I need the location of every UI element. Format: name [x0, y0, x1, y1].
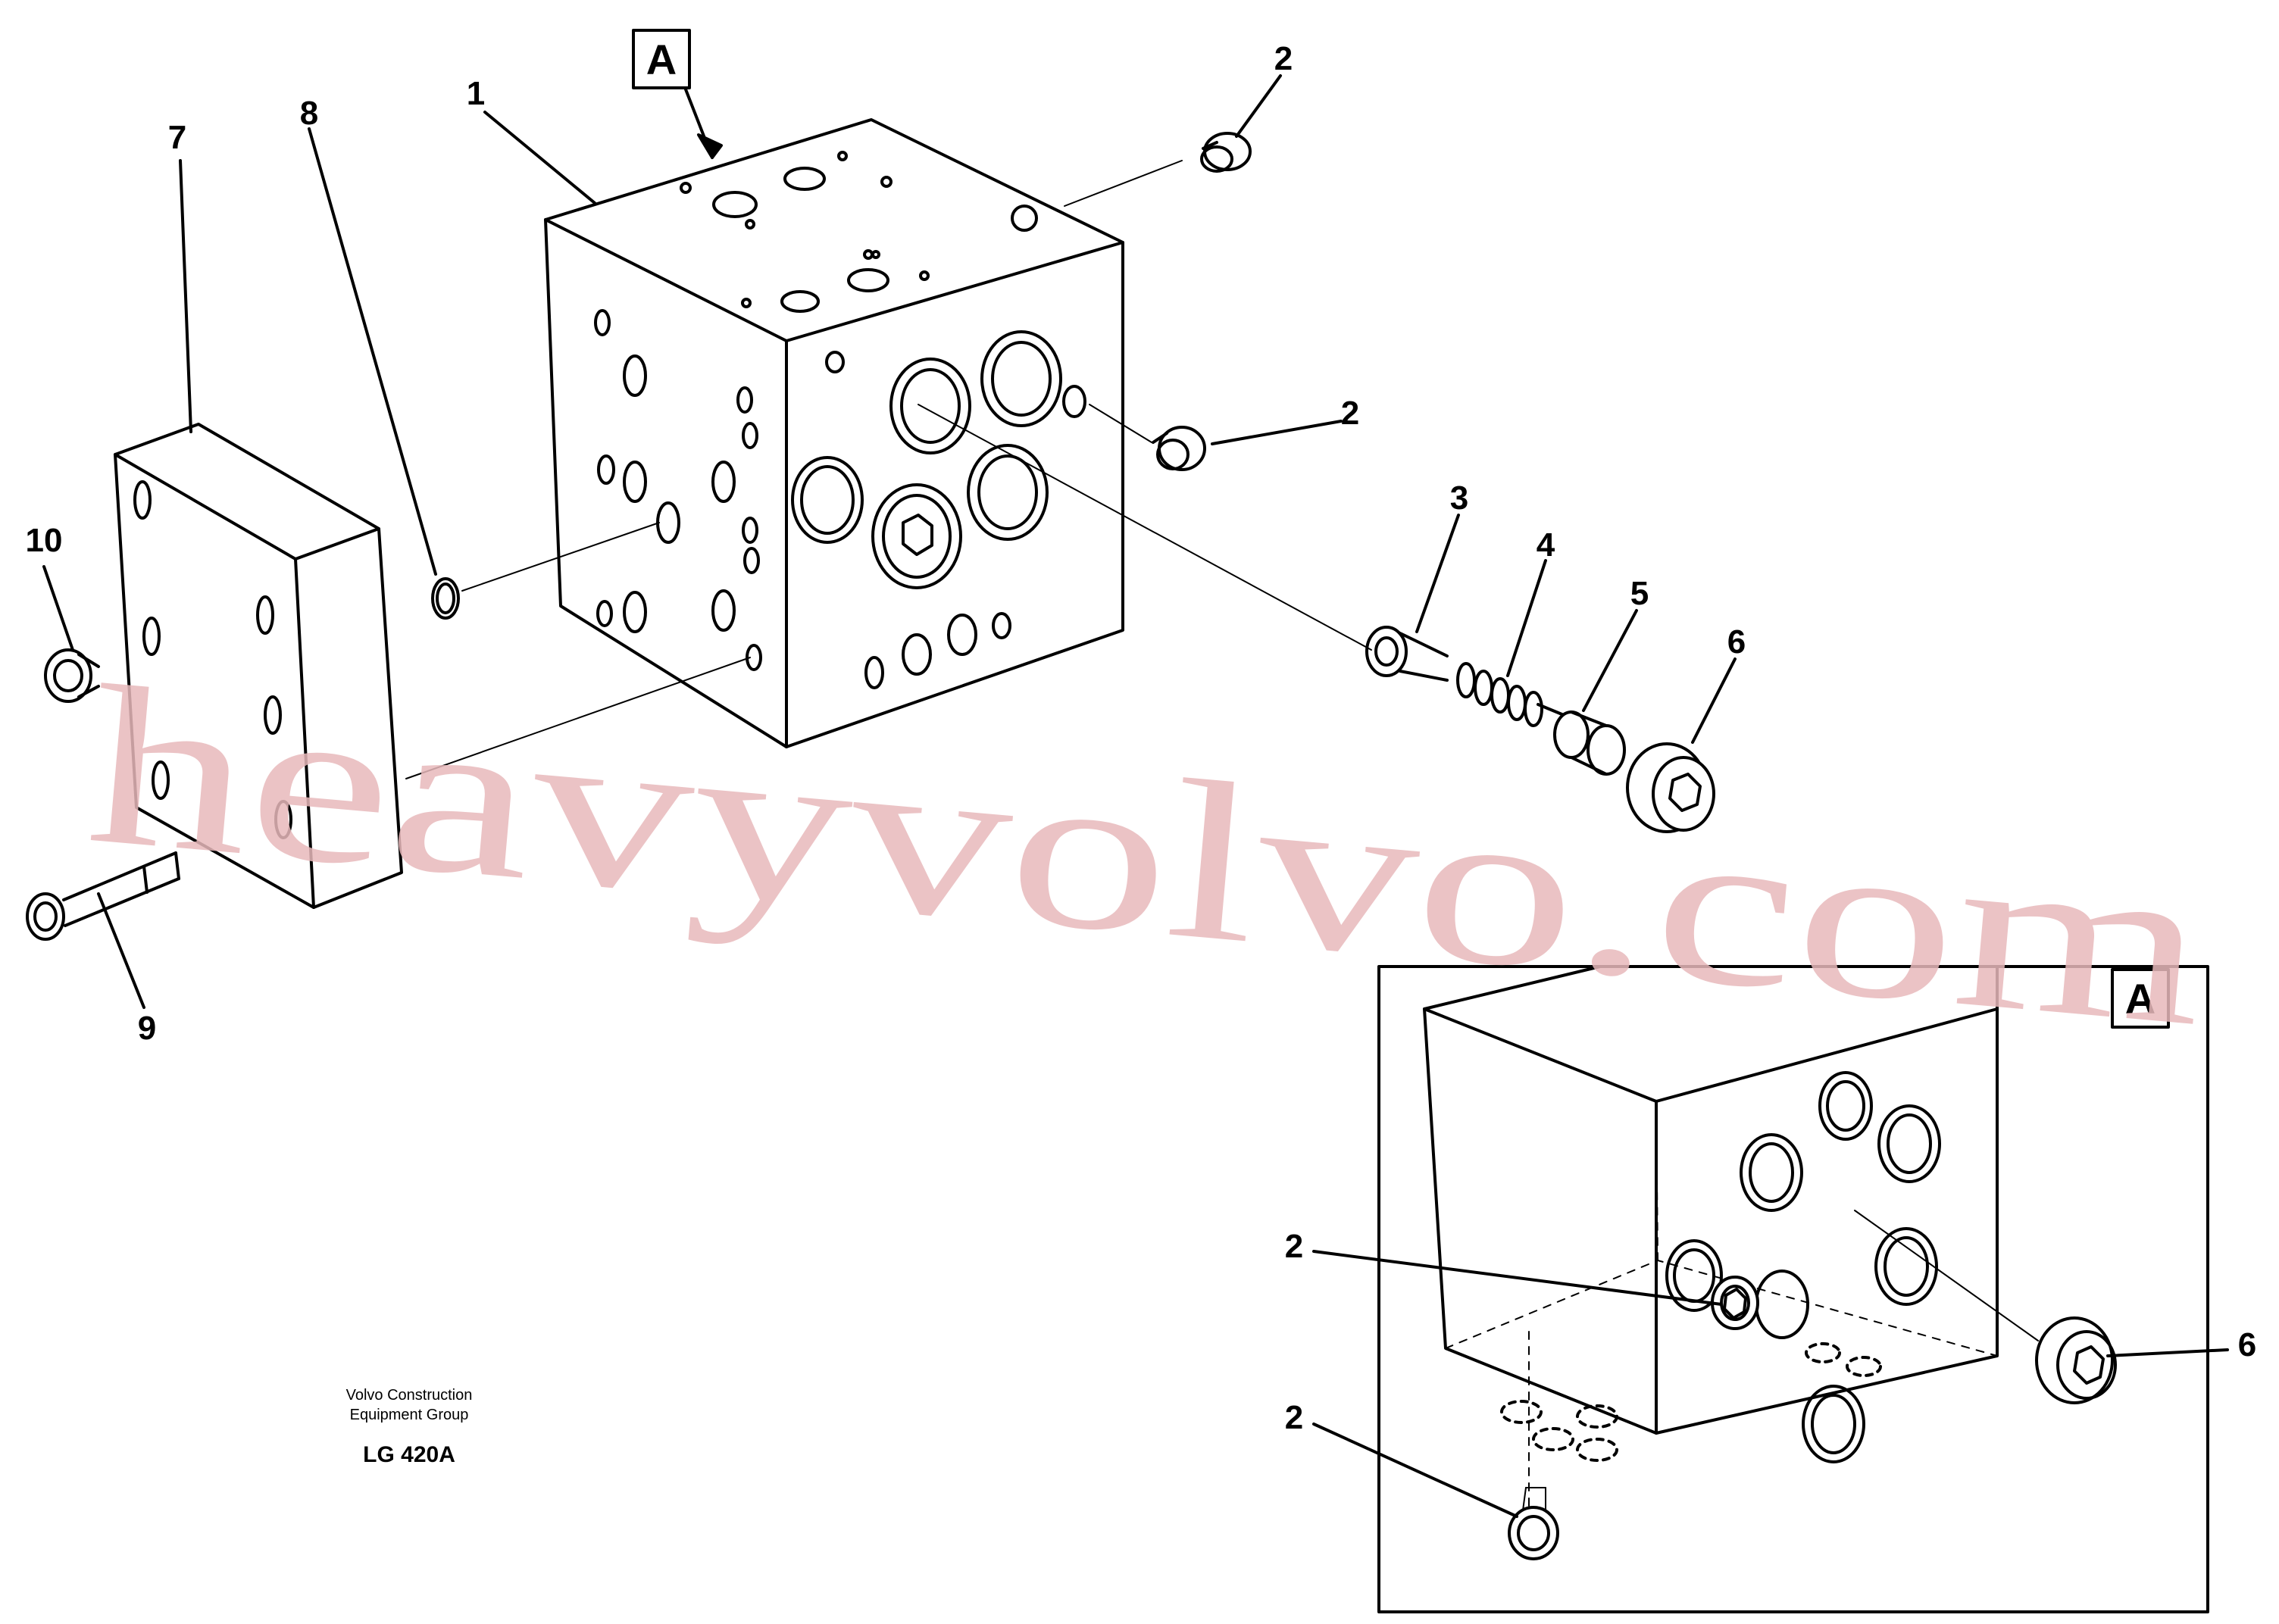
socket-screw	[26, 851, 180, 941]
assembly-lines	[405, 160, 1372, 779]
cover-plate	[114, 423, 403, 909]
callout-9: 9	[138, 1010, 156, 1047]
view-marker-label: A	[646, 36, 677, 83]
spring-4	[1456, 662, 1565, 727]
callout-5: 5	[1630, 575, 1649, 612]
callout-2-top: 2	[1274, 40, 1293, 77]
detail-callout-2-lower: 2	[1285, 1399, 1303, 1436]
plug-2-side	[1152, 426, 1206, 471]
detail-callout-2-upper: 2	[1285, 1228, 1303, 1265]
plug-10	[44, 648, 100, 703]
callout-6: 6	[1727, 623, 1746, 661]
callout-8: 8	[300, 95, 318, 132]
detail-view	[1377, 965, 2209, 1613]
piston-5	[1553, 710, 1626, 776]
caption-line-1: Volvo Construction	[346, 1387, 473, 1404]
valve-block-main	[544, 118, 1124, 748]
view-marker-box	[632, 29, 691, 89]
callout-3: 3	[1450, 479, 1468, 517]
drawing-code: LG 420A	[363, 1442, 455, 1467]
detail-view-marker-label: A	[2125, 975, 2156, 1023]
callout-10: 10	[26, 522, 63, 559]
watermark-text: heavyvolvo.com	[80, 638, 2215, 1073]
o-ring	[431, 577, 460, 620]
callout-7: 7	[168, 119, 186, 156]
plug-6	[1626, 742, 1715, 833]
leader-lines	[42, 74, 2229, 1518]
seat-3	[1365, 626, 1449, 682]
caption-line-2: Equipment Group	[350, 1407, 469, 1423]
callout-2-side: 2	[1341, 395, 1359, 432]
callout-1: 1	[467, 75, 485, 112]
plug-2-top	[1200, 132, 1252, 173]
callout-4: 4	[1537, 526, 1555, 564]
detail-callout-6: 6	[2238, 1326, 2256, 1363]
